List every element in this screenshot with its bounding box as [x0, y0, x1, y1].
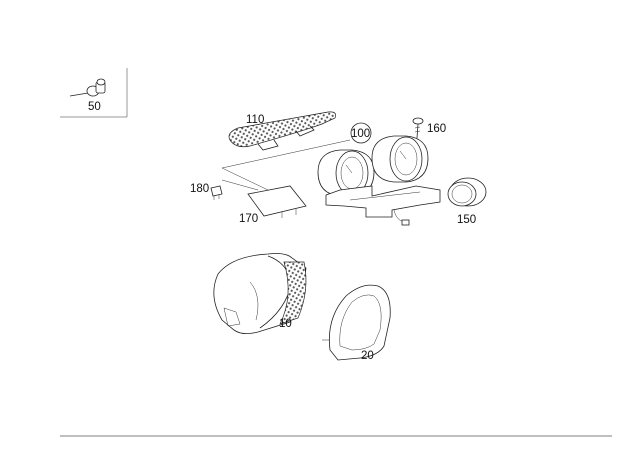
part-110-grille: 110 — [228, 111, 337, 151]
label-180: 180 — [190, 183, 209, 195]
part-150-ring: 150 — [447, 177, 487, 226]
label-100: 100 — [351, 128, 370, 140]
part-10-cluster: 10 — [213, 253, 307, 334]
label-110: 110 — [246, 114, 264, 126]
label-160: 160 — [427, 123, 446, 135]
label-50: 50 — [88, 101, 101, 113]
callout-circle — [350, 122, 372, 144]
part-100-gauge-pod: 100 — [317, 122, 441, 226]
label-10: 10 — [279, 318, 292, 330]
part-170-cover: 170 — [239, 185, 307, 225]
leader-lines — [221, 139, 351, 191]
part-50-inset: 50 — [60, 68, 128, 118]
part-180-clip: 180 — [190, 183, 223, 200]
label-170: 170 — [239, 213, 258, 225]
part-20-bezel: 20 — [322, 284, 391, 362]
label-150: 150 — [457, 214, 476, 226]
bulb-icon — [69, 78, 106, 97]
label-20: 20 — [361, 350, 374, 362]
part-160-screw: 160 — [412, 117, 446, 139]
